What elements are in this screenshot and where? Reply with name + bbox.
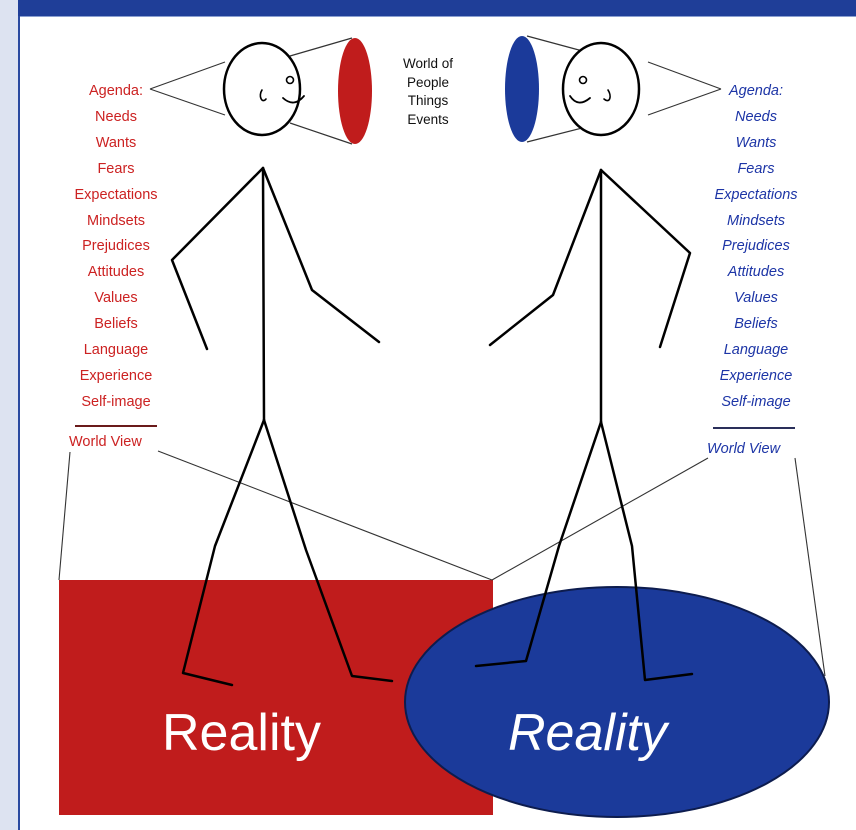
left-world-view-label: World View: [69, 434, 142, 450]
left-agenda-item: Fears: [36, 157, 196, 183]
right-agenda-item: Beliefs: [676, 312, 836, 338]
left-agenda-item: Agenda:: [36, 79, 196, 105]
right-agenda-item: Agenda:: [676, 79, 836, 105]
right-agenda-item: Language: [676, 338, 836, 364]
left-agenda-item: Prejudices: [36, 234, 196, 260]
world-label-line: Things: [388, 92, 468, 111]
right-reality-label: Reality: [508, 703, 667, 763]
world-label-line: Events: [388, 111, 468, 130]
right-reality-ellipse: [405, 587, 829, 817]
right-agenda-item: Fears: [676, 157, 836, 183]
right-agenda-item: Needs: [676, 105, 836, 131]
right-perception-lens: [505, 36, 539, 142]
left-agenda-item: Mindsets: [36, 209, 196, 235]
world-label-line: People: [388, 74, 468, 93]
left-agenda-item: Self-image: [36, 390, 196, 416]
right-world-view-label: World View: [707, 441, 780, 457]
left-agenda-item: Wants: [36, 131, 196, 157]
right-agenda-list: Agenda: Needs Wants Fears Expectations M…: [676, 79, 836, 416]
right-head: [563, 43, 639, 135]
right-agenda-item: Values: [676, 286, 836, 312]
left-agenda-item: Expectations: [36, 183, 196, 209]
right-agenda-item: Experience: [676, 364, 836, 390]
left-agenda-item: Values: [36, 286, 196, 312]
right-divider: [713, 427, 795, 429]
left-agenda-item: Language: [36, 338, 196, 364]
left-world-view-lines: [59, 451, 492, 580]
right-agenda-item: Self-image: [676, 390, 836, 416]
left-divider: [75, 425, 157, 427]
left-reality-label: Reality: [162, 703, 321, 763]
world-label-line: World of: [388, 55, 468, 74]
right-agenda-item: Expectations: [676, 183, 836, 209]
right-stick-figure: [476, 43, 692, 680]
right-agenda-item: Prejudices: [676, 234, 836, 260]
left-agenda-item: Needs: [36, 105, 196, 131]
left-agenda-item: Attitudes: [36, 260, 196, 286]
left-head: [224, 43, 300, 135]
right-agenda-item: Attitudes: [676, 260, 836, 286]
right-agenda-item: Mindsets: [676, 209, 836, 235]
left-perception-lens: [338, 38, 372, 144]
right-agenda-item: Wants: [676, 131, 836, 157]
left-agenda-item: Experience: [36, 364, 196, 390]
left-agenda-item: Beliefs: [36, 312, 196, 338]
world-label: World of People Things Events: [388, 55, 468, 129]
left-agenda-list: Agenda: Needs Wants Fears Expectations M…: [36, 79, 196, 416]
